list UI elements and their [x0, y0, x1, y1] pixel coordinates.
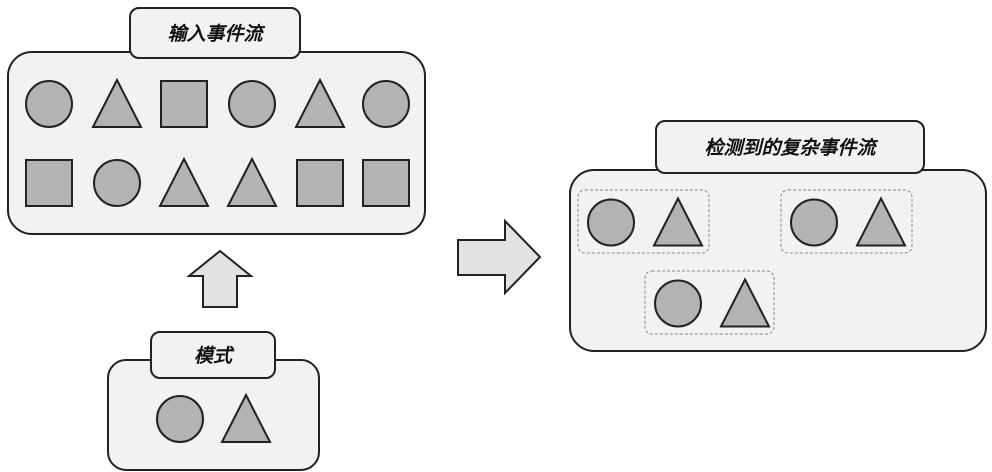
up-arrow — [186, 249, 254, 308]
square-shape — [362, 159, 410, 207]
triangle-shape — [294, 77, 346, 128]
triangle-shape — [158, 156, 210, 207]
square-shape — [160, 80, 208, 128]
detected-stream-panel: 检测到的复杂事件流 — [569, 120, 987, 352]
triangle-shape — [855, 196, 907, 247]
match-dashed-border — [577, 189, 710, 254]
match-dashed-border — [644, 270, 775, 335]
pattern-title: 模式 — [194, 345, 235, 367]
circle-shape — [587, 198, 635, 247]
circle-shape — [790, 198, 838, 247]
circle-shape — [228, 80, 276, 128]
input-stream-title: 输入事件流 — [167, 23, 265, 45]
circle-shape — [362, 80, 410, 128]
detected-stream-box — [569, 169, 987, 352]
input-stream-shapes — [25, 77, 410, 207]
triangle-shape — [220, 392, 272, 443]
triangle-shape — [91, 77, 143, 128]
triangle-shape — [226, 156, 278, 207]
circle-shape — [654, 279, 702, 328]
pattern-shapes — [156, 392, 272, 443]
detected-match-group — [780, 189, 913, 254]
detected-stream-title-box — [655, 120, 925, 174]
triangle-shape — [719, 277, 771, 328]
detected-match-group — [644, 270, 775, 335]
detected-stream-title: 检测到的复杂事件流 — [704, 137, 878, 159]
detected-matches — [577, 189, 913, 335]
match-dashed-border — [780, 189, 913, 254]
square-shape — [296, 159, 344, 207]
circle-shape — [25, 80, 73, 128]
pattern-title-box — [150, 331, 276, 379]
detected-match-group — [577, 189, 710, 254]
triangle-shape — [652, 196, 704, 247]
circle-shape — [93, 159, 141, 207]
input-stream-title-box — [129, 7, 301, 59]
right-arrow — [457, 218, 542, 296]
pattern-panel: 模式 — [107, 331, 320, 471]
circle-shape — [156, 395, 204, 443]
input-stream-panel: 输入事件流 — [7, 7, 426, 235]
square-shape — [25, 159, 73, 207]
